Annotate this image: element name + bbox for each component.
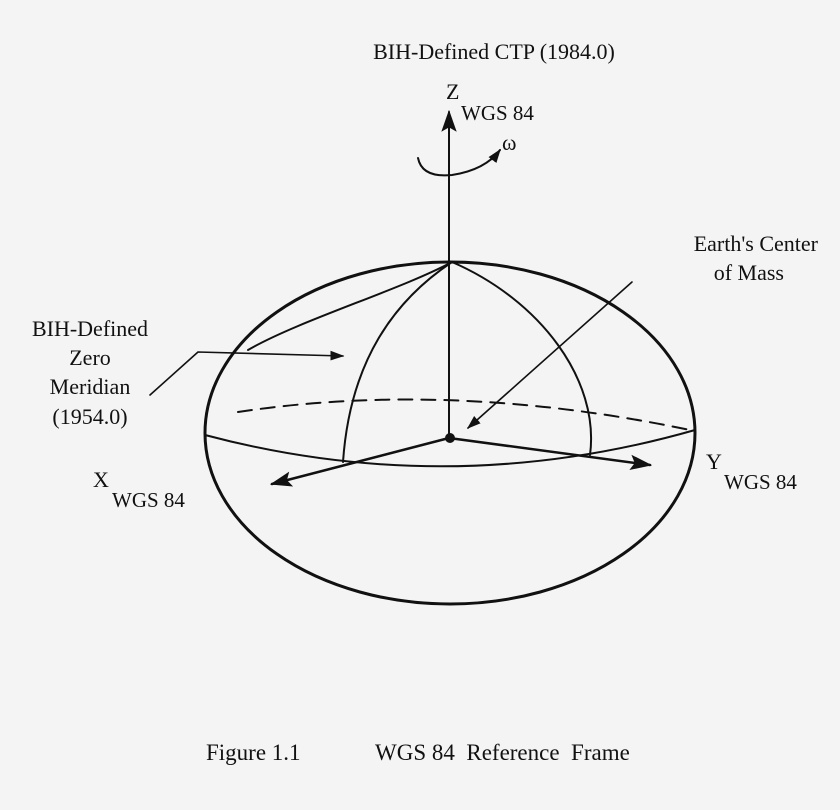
meridian-leader-arrow — [149, 350, 345, 396]
y-axis — [447, 436, 653, 470]
figure-caption: WGS 84 Reference Frame — [375, 740, 630, 765]
meridian-label-line-3: Meridian — [50, 374, 131, 399]
diagram-title: BIH-Defined CTP (1984.0) — [373, 39, 615, 64]
center-label-line-2: of Mass — [714, 260, 784, 285]
z-axis-subscript: WGS 84 — [461, 101, 534, 125]
x-axis-subscript: WGS 84 — [112, 488, 185, 512]
center-label-line-1: Earth's Center — [694, 231, 819, 256]
meridian-label-line-2: Zero — [69, 345, 111, 370]
meridian-label-line-1: BIH-Defined — [32, 316, 148, 341]
equator-front — [204, 429, 696, 468]
rotation-arrow — [417, 148, 501, 177]
figure-number: Figure 1.1 — [206, 740, 301, 765]
meridian-arc-right — [451, 261, 593, 456]
rotation-symbol: ω — [502, 130, 516, 155]
center-leader-arrow — [466, 281, 633, 429]
z-axis-label: Z — [446, 79, 459, 104]
y-axis-label: Y — [706, 449, 722, 474]
meridian-label-line-4: (1954.0) — [52, 404, 127, 429]
y-axis-subscript: WGS 84 — [724, 470, 797, 494]
center-of-mass-point — [445, 433, 455, 443]
x-axis-label: X — [93, 467, 109, 492]
pole-to-edge-left — [247, 261, 453, 351]
x-axis — [269, 436, 451, 487]
equator-back — [237, 398, 691, 431]
zero-meridian-arc — [342, 261, 453, 463]
